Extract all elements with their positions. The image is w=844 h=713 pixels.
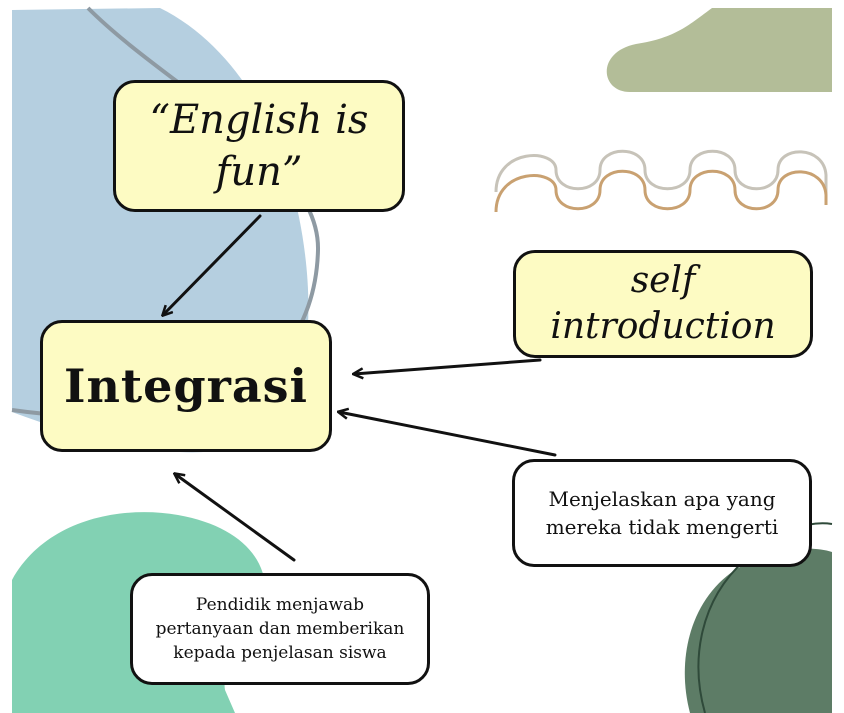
node-pendidik-text: Pendidik menjawab pertanyaan dan memberi… xyxy=(155,595,405,663)
node-english-is-fun: “English is fun” xyxy=(113,80,405,212)
arrow-pendidik-to-integrasi xyxy=(175,474,296,562)
node-pendidik: Pendidik menjawab pertanyaan dan memberi… xyxy=(130,573,430,685)
arrow-english-to-integrasi xyxy=(163,214,262,315)
node-integrasi-text: Integrasi xyxy=(63,359,309,413)
node-self-introduction-text: self introduction xyxy=(550,260,776,347)
arrow-self-intro-to-integrasi xyxy=(354,358,542,374)
node-menjelaskan-text: Menjelaskan apa yang mereka tidak menger… xyxy=(545,487,779,539)
node-self-introduction: self introduction xyxy=(513,250,813,358)
olive-blob xyxy=(606,8,832,92)
node-menjelaskan: Menjelaskan apa yang mereka tidak menger… xyxy=(512,459,812,567)
wave-ornament xyxy=(494,149,828,213)
node-english-is-fun-text: “English is fun” xyxy=(149,97,369,195)
arrow-menjelaskan-to-integrasi xyxy=(339,412,557,457)
node-integrasi: Integrasi xyxy=(40,320,332,452)
green-blob xyxy=(684,548,832,713)
